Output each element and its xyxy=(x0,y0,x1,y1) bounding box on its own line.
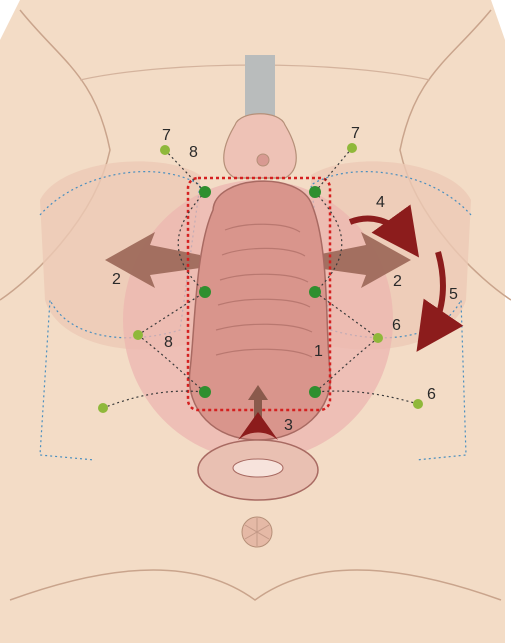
lateral-dot-6-right xyxy=(373,333,383,343)
anchor-dot-mid-left xyxy=(199,286,211,298)
lateral-dot-8-left xyxy=(133,330,143,340)
label-2-right: 2 xyxy=(393,273,402,290)
label-6-upper: 6 xyxy=(392,317,401,334)
anchor-dot-upper-right xyxy=(309,186,321,198)
lateral-dot-low-left xyxy=(98,403,108,413)
lateral-dot-6-lower-right xyxy=(413,399,423,409)
label-7-left: 7 xyxy=(162,127,171,144)
label-3: 3 xyxy=(284,417,293,434)
anchor-dot-lower-right xyxy=(309,386,321,398)
anchor-dot-upper-left xyxy=(199,186,211,198)
anchor-dot-lower-left xyxy=(199,386,211,398)
label-1: 1 xyxy=(314,343,323,360)
urethral-meatus xyxy=(257,154,269,166)
label-4: 4 xyxy=(376,194,385,211)
lateral-dot-7-right xyxy=(347,143,357,153)
label-7-right: 7 xyxy=(351,125,360,142)
retractor-instrument xyxy=(245,55,275,120)
anchor-dot-mid-right xyxy=(309,286,321,298)
label-8-upper: 8 xyxy=(189,144,198,161)
lateral-dot-7-left xyxy=(160,145,170,155)
label-8-lower: 8 xyxy=(164,334,173,351)
label-5: 5 xyxy=(449,286,458,303)
external-os xyxy=(233,459,283,477)
label-2-left: 2 xyxy=(112,271,121,288)
label-6-lower: 6 xyxy=(427,386,436,403)
